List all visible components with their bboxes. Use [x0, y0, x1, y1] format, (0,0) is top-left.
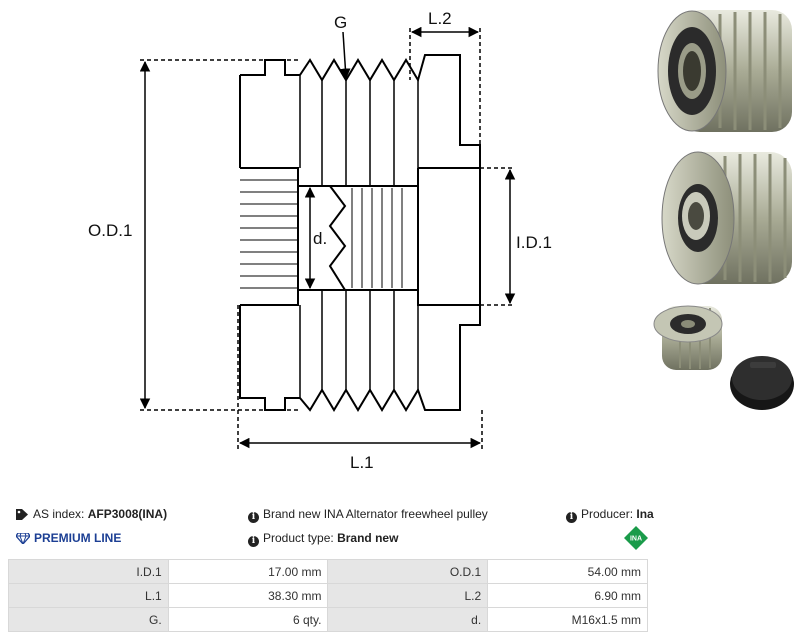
description: i Brand new INA Alternator freewheel pull… [248, 507, 488, 523]
spec-value: 6.90 mm [487, 583, 648, 608]
producer-label: Producer: [581, 507, 634, 521]
premium-line-label: PREMIUM LINE [34, 531, 122, 545]
as-index: AS index: AFP3008(INA) [16, 507, 167, 521]
ina-logo: INA [624, 526, 648, 550]
spec-value: M16x1.5 mm [487, 607, 648, 632]
as-index-value: AFP3008(INA) [87, 507, 168, 521]
label-g: G [334, 13, 347, 32]
info-icon: i [248, 536, 259, 547]
producer: i Producer: Ina [566, 507, 654, 523]
as-index-label: AS index: [33, 507, 85, 521]
pulley-photo-2 [661, 151, 792, 285]
pulley-photo-1 [657, 10, 792, 132]
diamond-icon [16, 533, 30, 544]
spec-key: I.D.1 [8, 559, 169, 584]
info-icon: i [248, 512, 259, 523]
pulley-photo-3 [653, 305, 723, 370]
label-id1: I.D.1 [516, 233, 552, 252]
spec-table: I.D.1 17.00 mm O.D.1 54.00 mm L.1 38.30 … [8, 559, 648, 632]
product-type-label: Product type: [263, 531, 334, 545]
cap-photo [730, 356, 794, 410]
description-text: Brand new INA Alternator freewheel pulle… [263, 507, 488, 521]
label-od1: O.D.1 [88, 221, 132, 240]
table-row: I.D.1 17.00 mm O.D.1 54.00 mm [8, 559, 648, 584]
spec-value: 54.00 mm [487, 559, 648, 584]
spec-value: 6 qty. [167, 607, 329, 632]
table-row: L.1 38.30 mm L.2 6.90 mm [8, 583, 648, 608]
product-photos [653, 10, 794, 410]
info-icon: i [566, 512, 577, 523]
label-l1: L.1 [350, 453, 374, 472]
label-l2: L.2 [428, 9, 452, 28]
product-type-value: Brand new [337, 531, 399, 545]
table-row: G. 6 qty. d. M16x1.5 mm [8, 607, 648, 632]
spec-key: d. [327, 607, 489, 632]
product-type: i Product type: Brand new [248, 531, 398, 547]
spec-value: 38.30 mm [167, 583, 329, 608]
spec-key: G. [8, 607, 169, 632]
premium-line: PREMIUM LINE [16, 531, 121, 545]
spec-key: L.1 [8, 583, 169, 608]
label-d: d. [313, 229, 327, 248]
spec-key: L.2 [327, 583, 489, 608]
svg-text:INA: INA [630, 536, 642, 543]
spec-value: 17.00 mm [167, 559, 329, 584]
producer-value: Ina [636, 507, 654, 521]
spec-key: O.D.1 [327, 559, 489, 584]
technical-drawing: G L.2 O.D.1 I.D.1 d. L.1 [88, 9, 552, 472]
tag-icon [16, 509, 28, 520]
